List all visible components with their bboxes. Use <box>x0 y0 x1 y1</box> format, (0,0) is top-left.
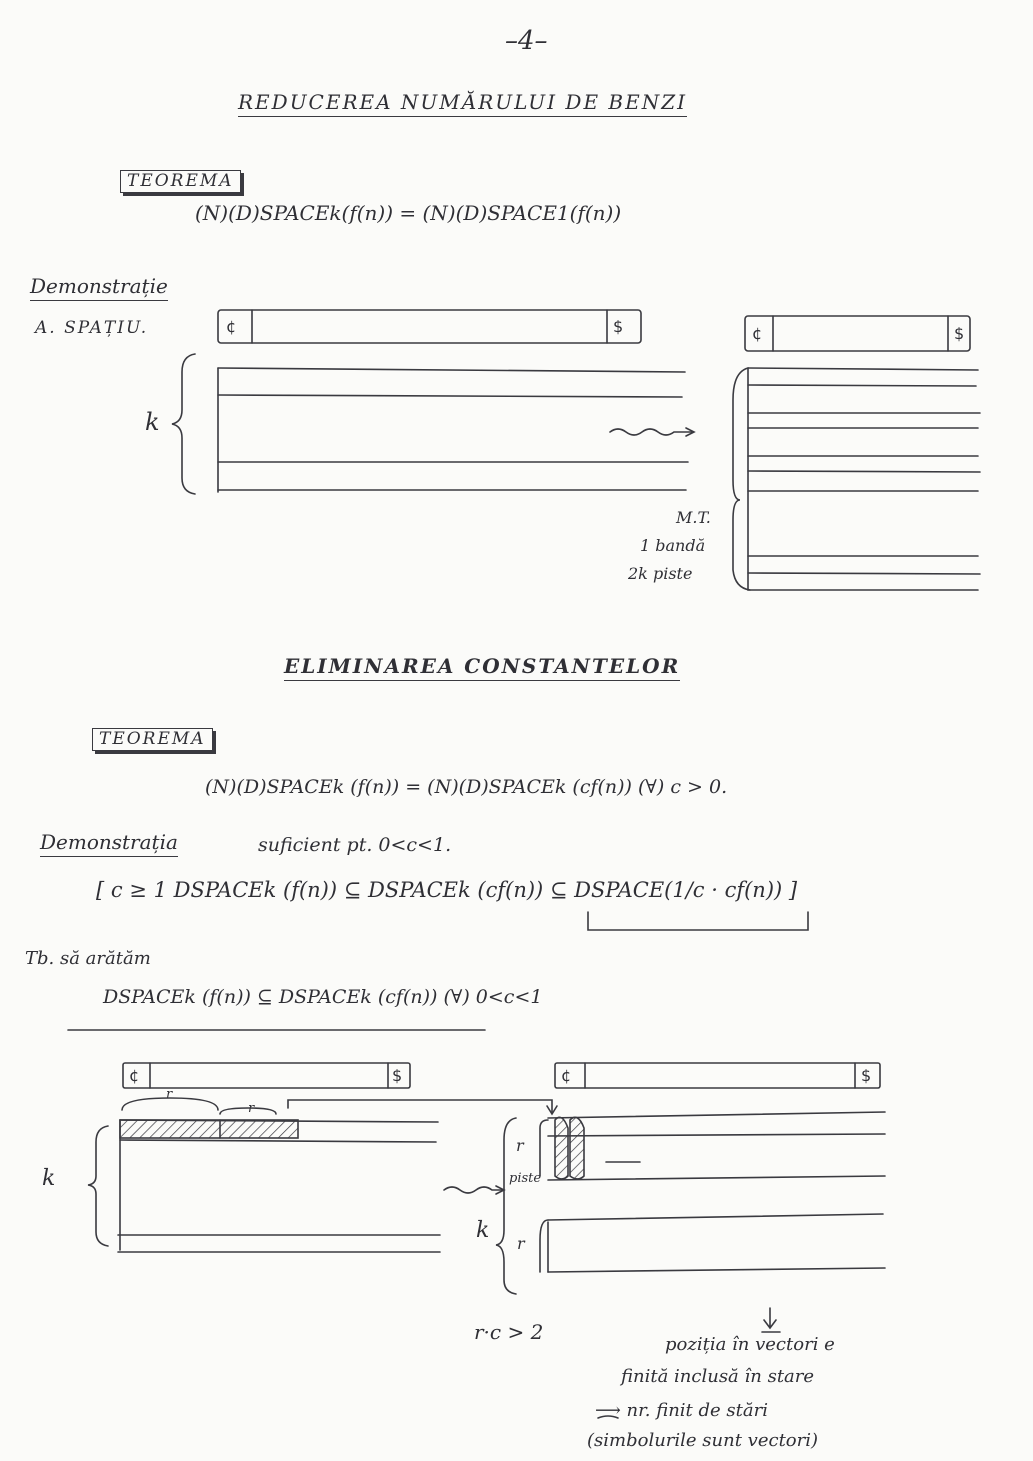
tape-start-symbol-lower: ¢ <box>129 1066 139 1085</box>
wavy-arrow-1 <box>609 428 693 436</box>
hatched-cell-1 <box>554 1116 569 1180</box>
proof-label-2: Demonstrația <box>40 832 178 857</box>
r-label-bottom: r <box>517 1234 525 1253</box>
note-line3: ⟶ nr. finit de stări <box>595 1400 768 1421</box>
mapping-arrow <box>287 1099 553 1113</box>
work-tapes-left <box>171 353 689 495</box>
tape-end-symbol-right: $ <box>954 324 964 343</box>
note-line4: (simbolurile sunt vectori) <box>587 1430 819 1451</box>
underbrace-formula <box>587 911 809 931</box>
theorem-label-1: TEOREMA <box>120 170 241 193</box>
wavy-arrow-2 <box>443 1186 503 1194</box>
mt-label-line3: 2k piste <box>628 564 693 583</box>
brace-r-bottom <box>539 1219 549 1273</box>
note-line1: poziția în vectori e <box>665 1334 835 1355</box>
show-label: Tb. să arătăm <box>25 948 151 969</box>
piste-label: piste <box>509 1171 542 1186</box>
brace-r-a <box>121 1097 219 1111</box>
theorem-formula-2: (N)(D)SPACEk (f(n)) = (N)(D)SPACEk (cf(n… <box>205 776 728 798</box>
brace-k-lower <box>87 1125 109 1247</box>
show-formula: DSPACEk (f(n)) ⊆ DSPACEk (cf(n)) (∀) 0<c… <box>103 986 543 1008</box>
input-tape-left: ¢ $ <box>217 309 642 344</box>
mapping-arrow-head <box>546 1105 558 1116</box>
mt-label-line1: M.T. <box>676 508 711 527</box>
brace-right <box>732 367 751 591</box>
arrow-head-1 <box>685 427 696 437</box>
brace-k-left <box>171 353 196 495</box>
proof-note: suficient pt. 0<c<1. <box>258 834 452 856</box>
brace-r-b <box>219 1107 277 1115</box>
tape-start-symbol-right: ¢ <box>752 324 762 343</box>
work-tapes-lower-left <box>87 1097 441 1253</box>
k-label-3: k <box>476 1218 490 1243</box>
input-tape-lower-left: ¢ $ <box>122 1062 411 1089</box>
note-line2: finită inclusă în stare <box>621 1366 815 1387</box>
hatched-block <box>119 1119 299 1139</box>
proof-subheading: A. SPAȚIU. <box>35 318 149 338</box>
condition-text: r·c > 2 <box>474 1320 544 1344</box>
single-tape-right <box>732 367 981 591</box>
hatched-cell-2 <box>569 1116 585 1180</box>
r-label-a: r <box>166 1087 173 1102</box>
theorem-label-2: TEOREMA <box>92 728 213 751</box>
bracket-formula: [ c ≥ 1 DSPACEk (f(n)) ⊆ DSPACEk (cf(n))… <box>96 878 798 902</box>
brace-r-top <box>539 1119 549 1177</box>
tape-end-symbol: $ <box>613 317 623 336</box>
section-title-reduction: REDUCEREA NUMĂRULUI DE BENZI <box>238 92 687 117</box>
r-label-top: r <box>516 1136 524 1155</box>
tape-end-symbol-lower: $ <box>392 1066 402 1085</box>
k-label-2: k <box>42 1166 56 1191</box>
tape-end-symbol-lower-right: $ <box>861 1066 871 1085</box>
theorem-formula-1: (N)(D)SPACEk(f(n)) = (N)(D)SPACE1(f(n)) <box>195 201 622 225</box>
brace-k-lower-right <box>495 1117 517 1295</box>
page-number: –4– <box>505 26 548 56</box>
tape-start-symbol: ¢ <box>226 317 236 336</box>
input-tape-lower-right: ¢ $ <box>554 1062 881 1089</box>
input-tape-right: ¢ $ <box>744 315 971 352</box>
proof-label-1: Demonstrație <box>30 276 168 301</box>
section-title-constants: ELIMINAREA CONSTANTELOR <box>284 656 681 681</box>
down-arrow <box>761 1307 781 1333</box>
work-tapes-lower-right <box>495 1111 886 1295</box>
tape-start-symbol-lower-right: ¢ <box>561 1066 571 1085</box>
mt-label-line2: 1 bandă <box>640 536 706 555</box>
note-arrow-tail <box>597 1415 619 1419</box>
k-label-1: k <box>145 408 160 436</box>
